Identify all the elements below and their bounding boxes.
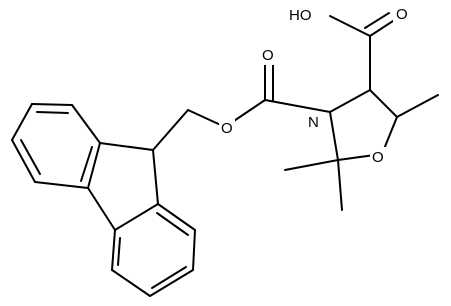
bond-c2-methyl-left bbox=[284, 159, 339, 171]
bond-ring2-e bbox=[192, 229, 196, 271]
bond-ring1-b bbox=[31, 103, 73, 106]
bond-n-carbonyl bbox=[264, 99, 331, 113]
bond-cooh-oh bbox=[329, 15, 371, 37]
bond-c2-n bbox=[329, 111, 339, 161]
bond-ring2-a bbox=[114, 203, 159, 231]
bond-ring2-c bbox=[111, 269, 151, 297]
carbamate-carbonyl-oxygen-label: O bbox=[262, 47, 274, 64]
oxazolidine-ring bbox=[329, 89, 398, 161]
bond-ring1-a bbox=[71, 104, 101, 144]
ester-oxygen-label: O bbox=[221, 120, 233, 137]
bond-ring1-f bbox=[87, 142, 101, 189]
carbamate-linker bbox=[152, 61, 331, 151]
bond-c9-c8a bbox=[152, 149, 159, 205]
bond-ring1-e bbox=[34, 181, 89, 189]
bond-ring2-double-b bbox=[151, 266, 187, 289]
bond-c2-methyl-down bbox=[337, 159, 343, 211]
bond-ring1-double-c bbox=[80, 146, 93, 182]
bond-cooh-double-o-a bbox=[369, 20, 394, 37]
bond-ring2-b bbox=[111, 229, 116, 271]
bond-ring2-double-c bbox=[156, 212, 189, 236]
methyl-groups bbox=[284, 94, 439, 211]
bond-c4-c5 bbox=[369, 89, 398, 118]
label-bg-ester-o bbox=[219, 118, 235, 138]
bond-c4a-c4b bbox=[87, 187, 116, 231]
bond-ring1-double-a bbox=[36, 111, 69, 114]
label-bg-carbamate-o bbox=[260, 45, 276, 65]
atom-labels: HO O O O N O bbox=[219, 4, 409, 167]
label-bg-ring-o bbox=[370, 147, 386, 167]
bond-ring2-d bbox=[149, 269, 194, 297]
bond-cooh-double-o-b bbox=[364, 12, 390, 29]
bond-ring1-c bbox=[11, 103, 33, 141]
label-bg-acid-o bbox=[393, 4, 409, 24]
carboxylic-acid-group bbox=[329, 12, 394, 91]
label-bg-ho bbox=[286, 5, 316, 25]
bond-ring1-double-b bbox=[20, 139, 41, 175]
acid-carbonyl-oxygen-label: O bbox=[396, 6, 408, 23]
bond-ester-o-ch2 bbox=[187, 109, 226, 128]
hydroxyl-label: HO bbox=[289, 7, 312, 24]
nitrogen-label: N bbox=[308, 114, 319, 131]
ring-oxygen-label: O bbox=[372, 149, 384, 166]
bond-ring2-double-a bbox=[117, 237, 121, 266]
bond-ring2-f bbox=[157, 203, 196, 231]
bond-c5-methyl bbox=[396, 94, 439, 118]
label-bg-n bbox=[306, 112, 322, 132]
bond-c9-c9a bbox=[99, 142, 154, 151]
fluorenyl-group bbox=[11, 103, 196, 297]
bond-ch2-c9 bbox=[152, 109, 189, 151]
bond-n-c4 bbox=[329, 89, 371, 113]
bond-ring1-d bbox=[11, 139, 36, 183]
